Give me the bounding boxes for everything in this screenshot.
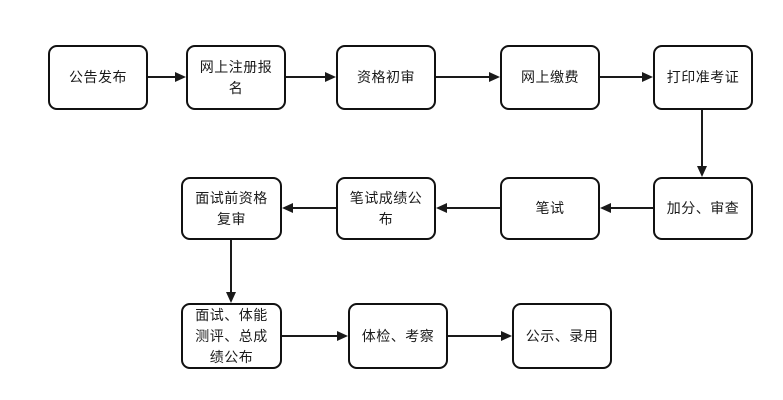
flow-node-label: 体检、考察	[361, 327, 435, 344]
flow-edge-e7	[436, 203, 500, 213]
flow-edge-arrowhead-icon	[697, 166, 707, 177]
flow-edge-e2	[286, 72, 336, 82]
flow-edge-arrowhead-icon	[501, 331, 512, 341]
flow-edge-e3	[436, 72, 500, 82]
flow-node-n7: 笔试	[500, 177, 600, 240]
flow-node-label: 公示、录用	[525, 327, 599, 344]
flow-node-n8: 笔试成绩公布	[336, 177, 436, 240]
flow-node-n3: 资格初审	[336, 45, 436, 110]
flow-node-label: 面试前资格复审	[195, 189, 268, 227]
flow-edge-arrowhead-icon	[436, 203, 447, 213]
flow-node-label: 网上缴费	[521, 69, 579, 85]
flow-node-n11: 体检、考察	[348, 303, 448, 369]
flow-edge-e8	[282, 203, 336, 213]
flow-node-label: 公告发布	[69, 69, 127, 85]
flow-edge-e9	[226, 240, 236, 303]
flow-edge-e6	[600, 203, 653, 213]
flow-edge-arrowhead-icon	[489, 72, 500, 82]
flow-node-n12: 公示、录用	[512, 303, 612, 369]
flow-edge-arrowhead-icon	[175, 72, 186, 82]
flow-node-label: 面试、体能测评、总成绩公布	[195, 306, 268, 365]
flow-node-label: 笔试成绩公布	[349, 189, 423, 227]
flow-edge-e1	[148, 72, 186, 82]
flow-node-label: 加分、审查	[666, 200, 740, 216]
flow-node-label: 打印准考证	[666, 69, 740, 85]
flow-node-n5: 打印准考证	[653, 45, 753, 110]
flow-node-label: 资格初审	[357, 69, 415, 85]
flow-edge-e11	[448, 331, 512, 341]
flow-node-n2: 网上注册报名	[186, 45, 286, 110]
flow-edge-e4	[600, 72, 653, 82]
flow-edge-arrowhead-icon	[600, 203, 611, 213]
flow-edge-arrowhead-icon	[226, 292, 236, 303]
flow-edge-arrowhead-icon	[325, 72, 336, 82]
flow-edge-arrowhead-icon	[642, 72, 653, 82]
flow-node-label: 笔试	[535, 200, 565, 216]
flow-node-n9: 面试前资格复审	[181, 177, 282, 240]
flow-node-n4: 网上缴费	[500, 45, 600, 110]
flow-edge-arrowhead-icon	[282, 203, 293, 213]
flow-node-n6: 加分、审查	[653, 177, 753, 240]
flow-edge-e5	[697, 110, 707, 177]
flow-node-n1: 公告发布	[48, 45, 148, 110]
flow-edge-e10	[282, 331, 348, 341]
flow-edge-arrowhead-icon	[337, 331, 348, 341]
flow-node-label: 网上注册报名	[199, 58, 273, 96]
flow-node-n10: 面试、体能测评、总成绩公布	[181, 303, 282, 369]
